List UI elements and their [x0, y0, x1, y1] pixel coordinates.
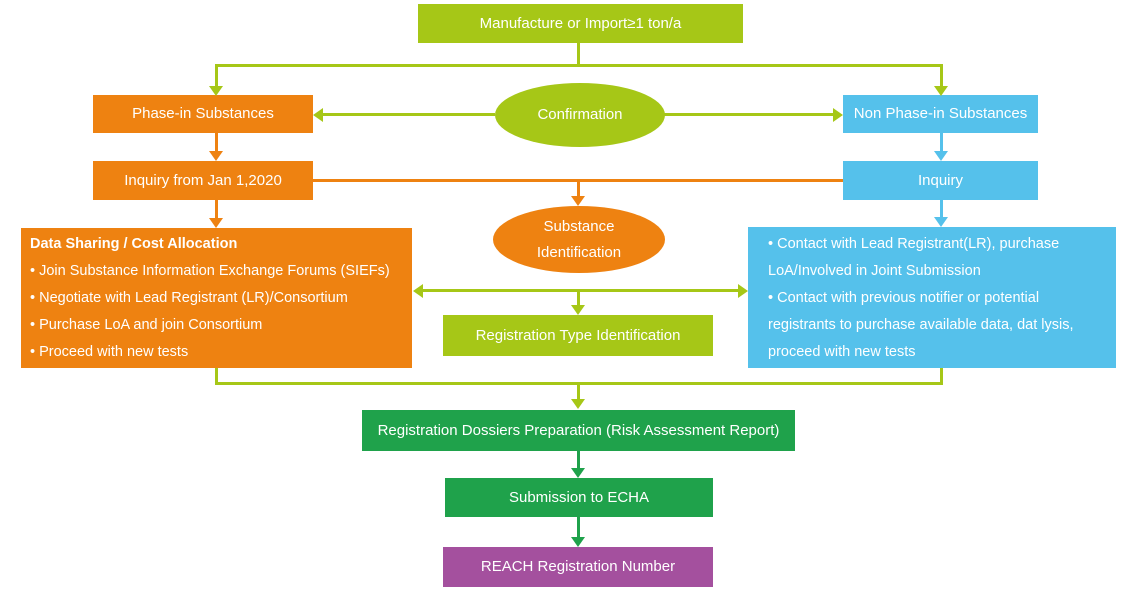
connector-branch-right-drop [940, 64, 943, 86]
node-submission-to-echa-label: Submission to ECHA [508, 488, 650, 506]
node-manufacture-import-label: Manufacture or Import≥1 ton/a [479, 14, 682, 32]
arrowhead-down-to-substance-id-icon [571, 196, 585, 206]
data-sharing-bullet: • Join Substance Information Exchange Fo… [30, 263, 390, 279]
node-substance-identification: Substance Identification [493, 206, 665, 273]
data-sharing-bullet: • Purchase LoA and join Consortium [30, 317, 263, 333]
node-inquiry: Inquiry [843, 161, 1038, 200]
connector-dossiers-to-submission [577, 451, 580, 469]
data-sharing-title: Data Sharing / Cost Allocation [30, 236, 238, 252]
connector-to-substance-id [577, 181, 580, 197]
node-submission-to-echa: Submission to ECHA [445, 478, 713, 517]
connector-inquiry-to-joint-submission [940, 200, 943, 218]
node-registration-type-identification: Registration Type Identification [443, 315, 713, 356]
node-joint-submission-options: • Contact with Lead Registrant(LR), purc… [748, 227, 1116, 368]
connector-to-registration-type [577, 291, 580, 306]
node-non-phase-in-substances-label: Non Phase-in Substances [853, 105, 1028, 122]
arrowhead-down-to-non-phase-in-icon [934, 86, 948, 96]
arrowhead-left-to-data-sharing-icon [413, 284, 423, 298]
node-phase-in-substances-label: Phase-in Substances [132, 105, 274, 122]
node-data-sharing-cost-allocation: Data Sharing / Cost Allocation • Join Su… [21, 228, 412, 368]
arrowhead-down-to-dossiers-icon [571, 399, 585, 409]
node-substance-identification-label: Substance Identification [536, 217, 622, 261]
connector-phase-in-to-inquiry2020 [215, 133, 218, 152]
connector-start-stem [577, 43, 580, 66]
joint-submission-bullet: • Contact with Lead Registrant(LR), purc… [768, 236, 1060, 279]
node-reach-registration-number-label: REACH Registration Number [480, 558, 676, 575]
node-inquiry-from-jan-label: Inquiry from Jan 1,2020 [124, 171, 282, 189]
arrowhead-down-to-inquiry2020-icon [209, 151, 223, 161]
node-registration-type-identification-label: Registration Type Identification [475, 326, 681, 344]
node-inquiry-from-jan: Inquiry from Jan 1,2020 [93, 161, 313, 200]
arrowhead-down-to-submission-icon [571, 468, 585, 478]
connector-branch-horizontal [215, 64, 943, 67]
connector-confirmation-left [323, 113, 495, 116]
node-inquiry-label: Inquiry [917, 171, 964, 189]
arrowhead-left-to-phase-in-icon [313, 108, 323, 122]
node-reach-registration-number: REACH Registration Number [443, 547, 713, 587]
connector-branch-left-drop [215, 64, 218, 86]
connector-confirmation-right [663, 113, 833, 116]
node-manufacture-import: Manufacture or Import≥1 ton/a [418, 4, 743, 43]
joint-submission-bullet: • Contact with previous notifier or pote… [768, 290, 1074, 360]
node-confirmation: Confirmation [495, 83, 665, 147]
connector-submission-to-reach [577, 517, 580, 538]
connector-inquiry2020-to-data-sharing [215, 200, 218, 219]
connector-between-big-boxes [423, 289, 738, 292]
arrowhead-down-to-reach-icon [571, 537, 585, 547]
node-registration-dossiers-preparation: Registration Dossiers Preparation (Risk … [362, 410, 795, 451]
node-registration-dossiers-preparation-label: Registration Dossiers Preparation (Risk … [377, 421, 780, 439]
arrowhead-down-to-joint-submission-icon [934, 217, 948, 227]
arrowhead-down-to-inquiry-icon [934, 151, 948, 161]
connector-non-phase-in-to-inquiry [940, 133, 943, 152]
arrowhead-down-to-data-sharing-icon [209, 218, 223, 228]
arrowhead-down-to-registration-type-icon [571, 305, 585, 315]
arrowhead-right-to-joint-submission-icon [738, 284, 748, 298]
arrowhead-right-to-non-phase-in-icon [833, 108, 843, 122]
connector-inquiry-cross [313, 179, 843, 182]
node-confirmation-label: Confirmation [537, 106, 623, 123]
data-sharing-bullet: • Proceed with new tests [30, 344, 189, 360]
node-non-phase-in-substances: Non Phase-in Substances [843, 95, 1038, 133]
connector-merge-horizontal [215, 382, 943, 385]
data-sharing-bullet: • Negotiate with Lead Registrant (LR)/Co… [30, 290, 348, 306]
connector-to-dossiers [577, 385, 580, 400]
connector-joint-submission-drop [940, 368, 943, 385]
node-phase-in-substances: Phase-in Substances [93, 95, 313, 133]
arrowhead-down-to-phase-in-icon [209, 86, 223, 96]
connector-data-sharing-drop [215, 368, 218, 385]
